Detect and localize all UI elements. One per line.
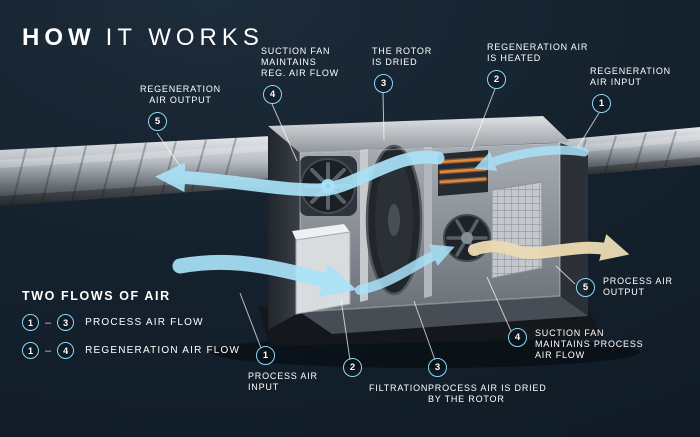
callout-regeneration-air-input: REGENERATION AIR INPUT 1 <box>590 66 671 113</box>
callout-number-badge: 3 <box>428 358 447 377</box>
callout-suction-fan-reg: SUCTION FAN MAINTAINS REG. AIR FLOW 4 <box>261 46 339 104</box>
callout-process-air-dried: 3 PROCESS AIR IS DRIED BY THE ROTOR <box>428 358 547 405</box>
callout-number-badge: 2 <box>343 358 362 377</box>
callout-regeneration-air-output: REGENERATION AIR OUTPUT 5 <box>140 84 221 131</box>
callout-label: FILTRATION <box>369 383 429 393</box>
regeneration-air-input-arrow <box>474 145 589 171</box>
title-emphasis: HOW <box>22 24 96 51</box>
callout-label: PROCESS AIR IS DRIED BY THE ROTOR <box>428 383 547 404</box>
leader-lines <box>156 88 600 361</box>
legend: TWO FLOWS OF AIR 1 – 3 PROCESS AIR FLOW … <box>22 289 240 359</box>
callout-regeneration-air-heated: REGENERATION AIR IS HEATED 2 <box>487 42 588 89</box>
callout-number-badge: 5 <box>148 112 167 131</box>
airflow-arrows <box>155 145 630 297</box>
callout-label: REGENERATION AIR OUTPUT <box>140 84 221 105</box>
legend-row-process-air-flow: 1 – 3 PROCESS AIR FLOW <box>22 314 240 331</box>
dehumidifier-unit <box>258 116 602 346</box>
callout-filtration: 2 FILTRATION <box>343 358 428 394</box>
range-dash: – <box>45 316 52 329</box>
process-air-through-rotor-arrow <box>355 244 455 295</box>
callout-label: PROCESS AIR OUTPUT <box>603 276 673 297</box>
legend-number-badge: 4 <box>57 342 75 359</box>
callout-label: SUCTION FAN MAINTAINS PROCESS AIR FLOW <box>535 328 644 360</box>
callout-suction-fan-process: 4 SUCTION FAN MAINTAINS PROCESS AIR FLOW <box>508 328 643 361</box>
callout-label: SUCTION FAN MAINTAINS REG. AIR FLOW <box>261 46 339 78</box>
callout-number-badge: 4 <box>508 328 527 347</box>
title-rest: IT WORKS <box>105 24 264 51</box>
callout-number-badge: 2 <box>487 70 506 89</box>
callout-label: REGENERATION AIR INPUT <box>590 66 671 87</box>
callout-label: PROCESS AIR INPUT <box>248 371 318 392</box>
callout-label: REGENERATION AIR IS HEATED <box>487 42 589 63</box>
legend-row-regeneration-air-flow: 1 – 4 REGENERATION AIR FLOW <box>22 342 240 359</box>
callout-number-badge: 1 <box>256 346 275 365</box>
legend-row-label: REGENERATION AIR FLOW <box>85 345 241 356</box>
rotor <box>365 144 423 296</box>
range-dash: – <box>45 344 52 357</box>
right-panel <box>560 143 588 316</box>
page-title: HOW IT WORKS <box>22 24 264 52</box>
callout-label: THE ROTOR IS DRIED <box>372 46 433 67</box>
legend-number-badge: 3 <box>57 314 75 331</box>
legend-number-badge: 1 <box>22 342 39 359</box>
divider-panel-right <box>424 147 432 298</box>
process-air-output-arrow <box>468 234 630 261</box>
process-air-input-arrow <box>172 254 357 297</box>
heater <box>438 150 488 196</box>
process-fan <box>443 214 491 262</box>
callout-number-badge: 1 <box>592 94 611 113</box>
top-panel <box>268 116 570 153</box>
legend-number-badge: 1 <box>22 314 39 331</box>
callout-process-air-input: 1 PROCESS AIR INPUT <box>248 346 318 393</box>
left-duct <box>0 136 272 206</box>
callout-process-air-output: 5 PROCESS AIR OUTPUT <box>576 276 673 298</box>
callout-number-badge: 3 <box>374 74 393 93</box>
divider-panel-left <box>360 149 368 302</box>
filter-mesh <box>491 181 543 279</box>
legend-row-label: PROCESS AIR FLOW <box>85 317 204 328</box>
callout-rotor-dried: THE ROTOR IS DRIED 3 <box>372 46 432 93</box>
callout-number-badge: 4 <box>263 85 282 104</box>
regeneration-air-output-arrow <box>155 150 445 197</box>
legend-title: TWO FLOWS OF AIR <box>22 289 171 303</box>
callout-number-badge: 5 <box>576 277 595 297</box>
interior-floor <box>300 296 588 334</box>
